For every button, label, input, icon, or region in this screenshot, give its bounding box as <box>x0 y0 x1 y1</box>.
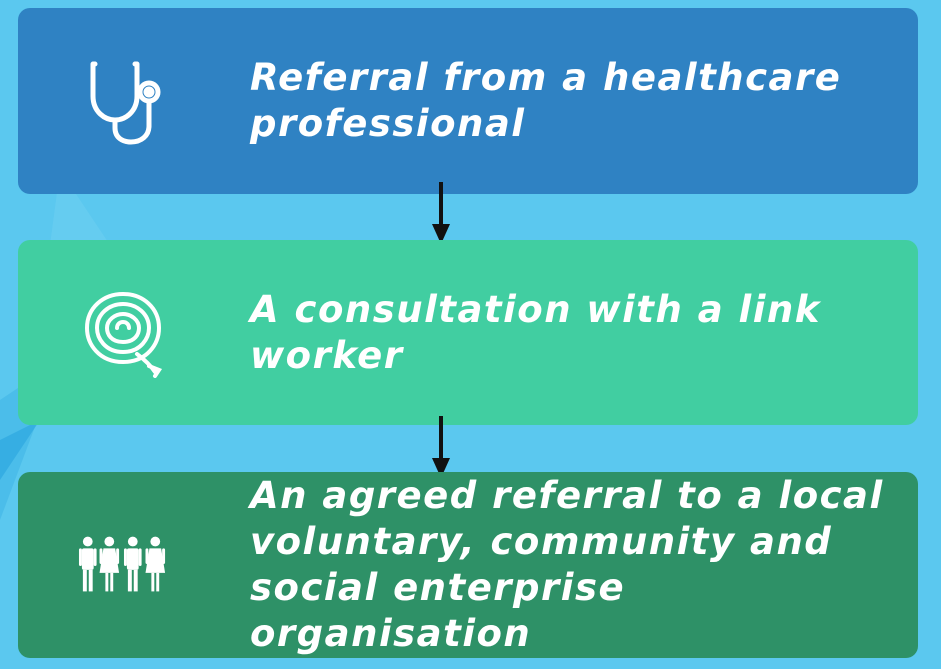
arrow-down-icon <box>432 416 450 478</box>
step-healthcare-referral: Referral from a healthcare professional <box>18 8 918 194</box>
people-group-icon <box>78 520 168 610</box>
step-link-worker-consultation: A consultation with a link worker <box>18 240 918 425</box>
onion-icon <box>78 288 168 378</box>
step-vcse-referral: An agreed referral to a local voluntary,… <box>18 472 918 658</box>
arrow-down-icon <box>432 182 450 244</box>
step-label: A consultation with a link worker <box>250 287 821 377</box>
stethoscope-icon <box>78 56 168 146</box>
step-label: An agreed referral to a local voluntary,… <box>250 474 884 655</box>
step-label: Referral from a healthcare professional <box>250 56 842 145</box>
